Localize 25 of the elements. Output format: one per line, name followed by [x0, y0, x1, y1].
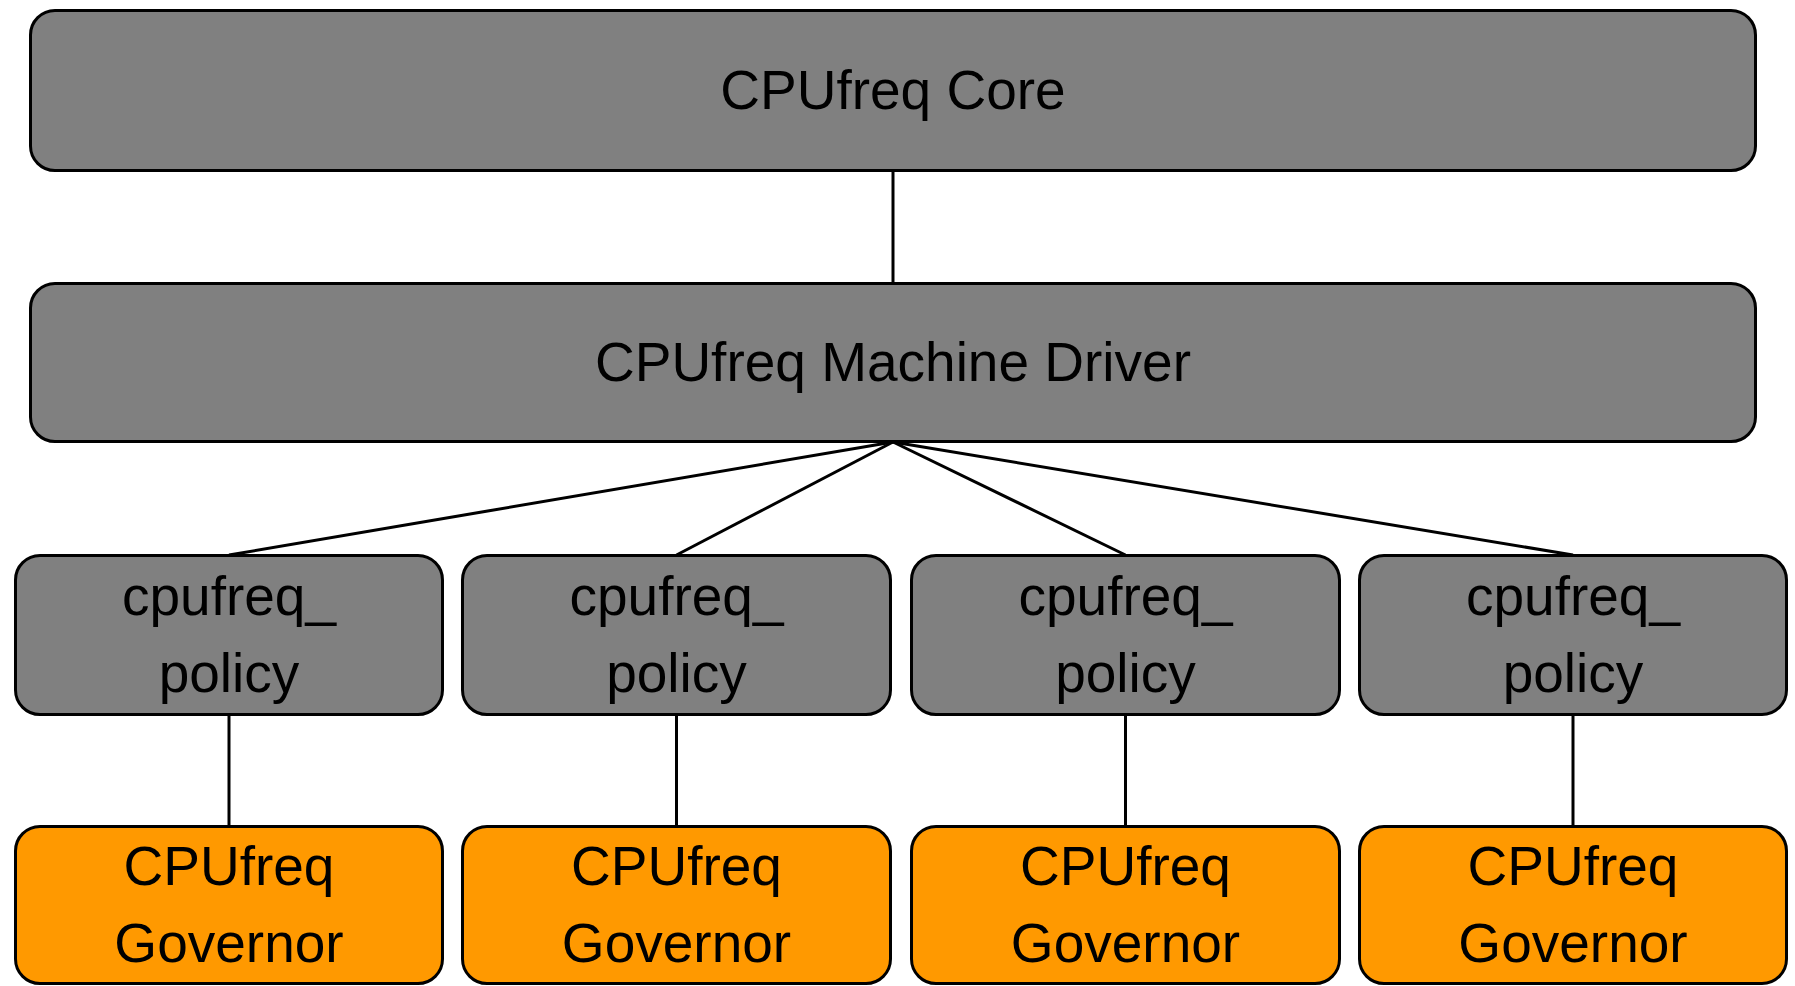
policy-box [1358, 554, 1788, 716]
governor-box [1358, 825, 1788, 985]
node-label: CPUfreq Machine Driver [595, 330, 1191, 395]
connector-line [1124, 715, 1127, 826]
node-label: cpufreq_ policy [1017, 564, 1235, 706]
node-label: cpufreq_ policy [1464, 564, 1682, 706]
policy-box [14, 554, 444, 716]
node-label: CPUfreq Governor [1457, 834, 1689, 976]
connector-line [675, 715, 678, 826]
connector-line [227, 715, 231, 826]
layer-box [29, 9, 1757, 172]
node-label: cpufreq_ policy [120, 564, 338, 706]
governor-box [461, 825, 892, 985]
node-label: CPUfreq Governor [1009, 834, 1242, 976]
policy-box [461, 554, 892, 716]
node-label: cpufreq_ policy [568, 564, 786, 706]
connector-line [891, 171, 895, 283]
governor-box [14, 825, 444, 985]
governor-box [910, 825, 1341, 985]
node-label: CPUfreq Core [720, 58, 1066, 123]
layer-box [29, 282, 1757, 443]
node-label: CPUfreq Governor [560, 834, 793, 976]
node-label: CPUfreq Governor [113, 834, 345, 976]
connector-line [1571, 715, 1575, 826]
policy-box [910, 554, 1341, 716]
